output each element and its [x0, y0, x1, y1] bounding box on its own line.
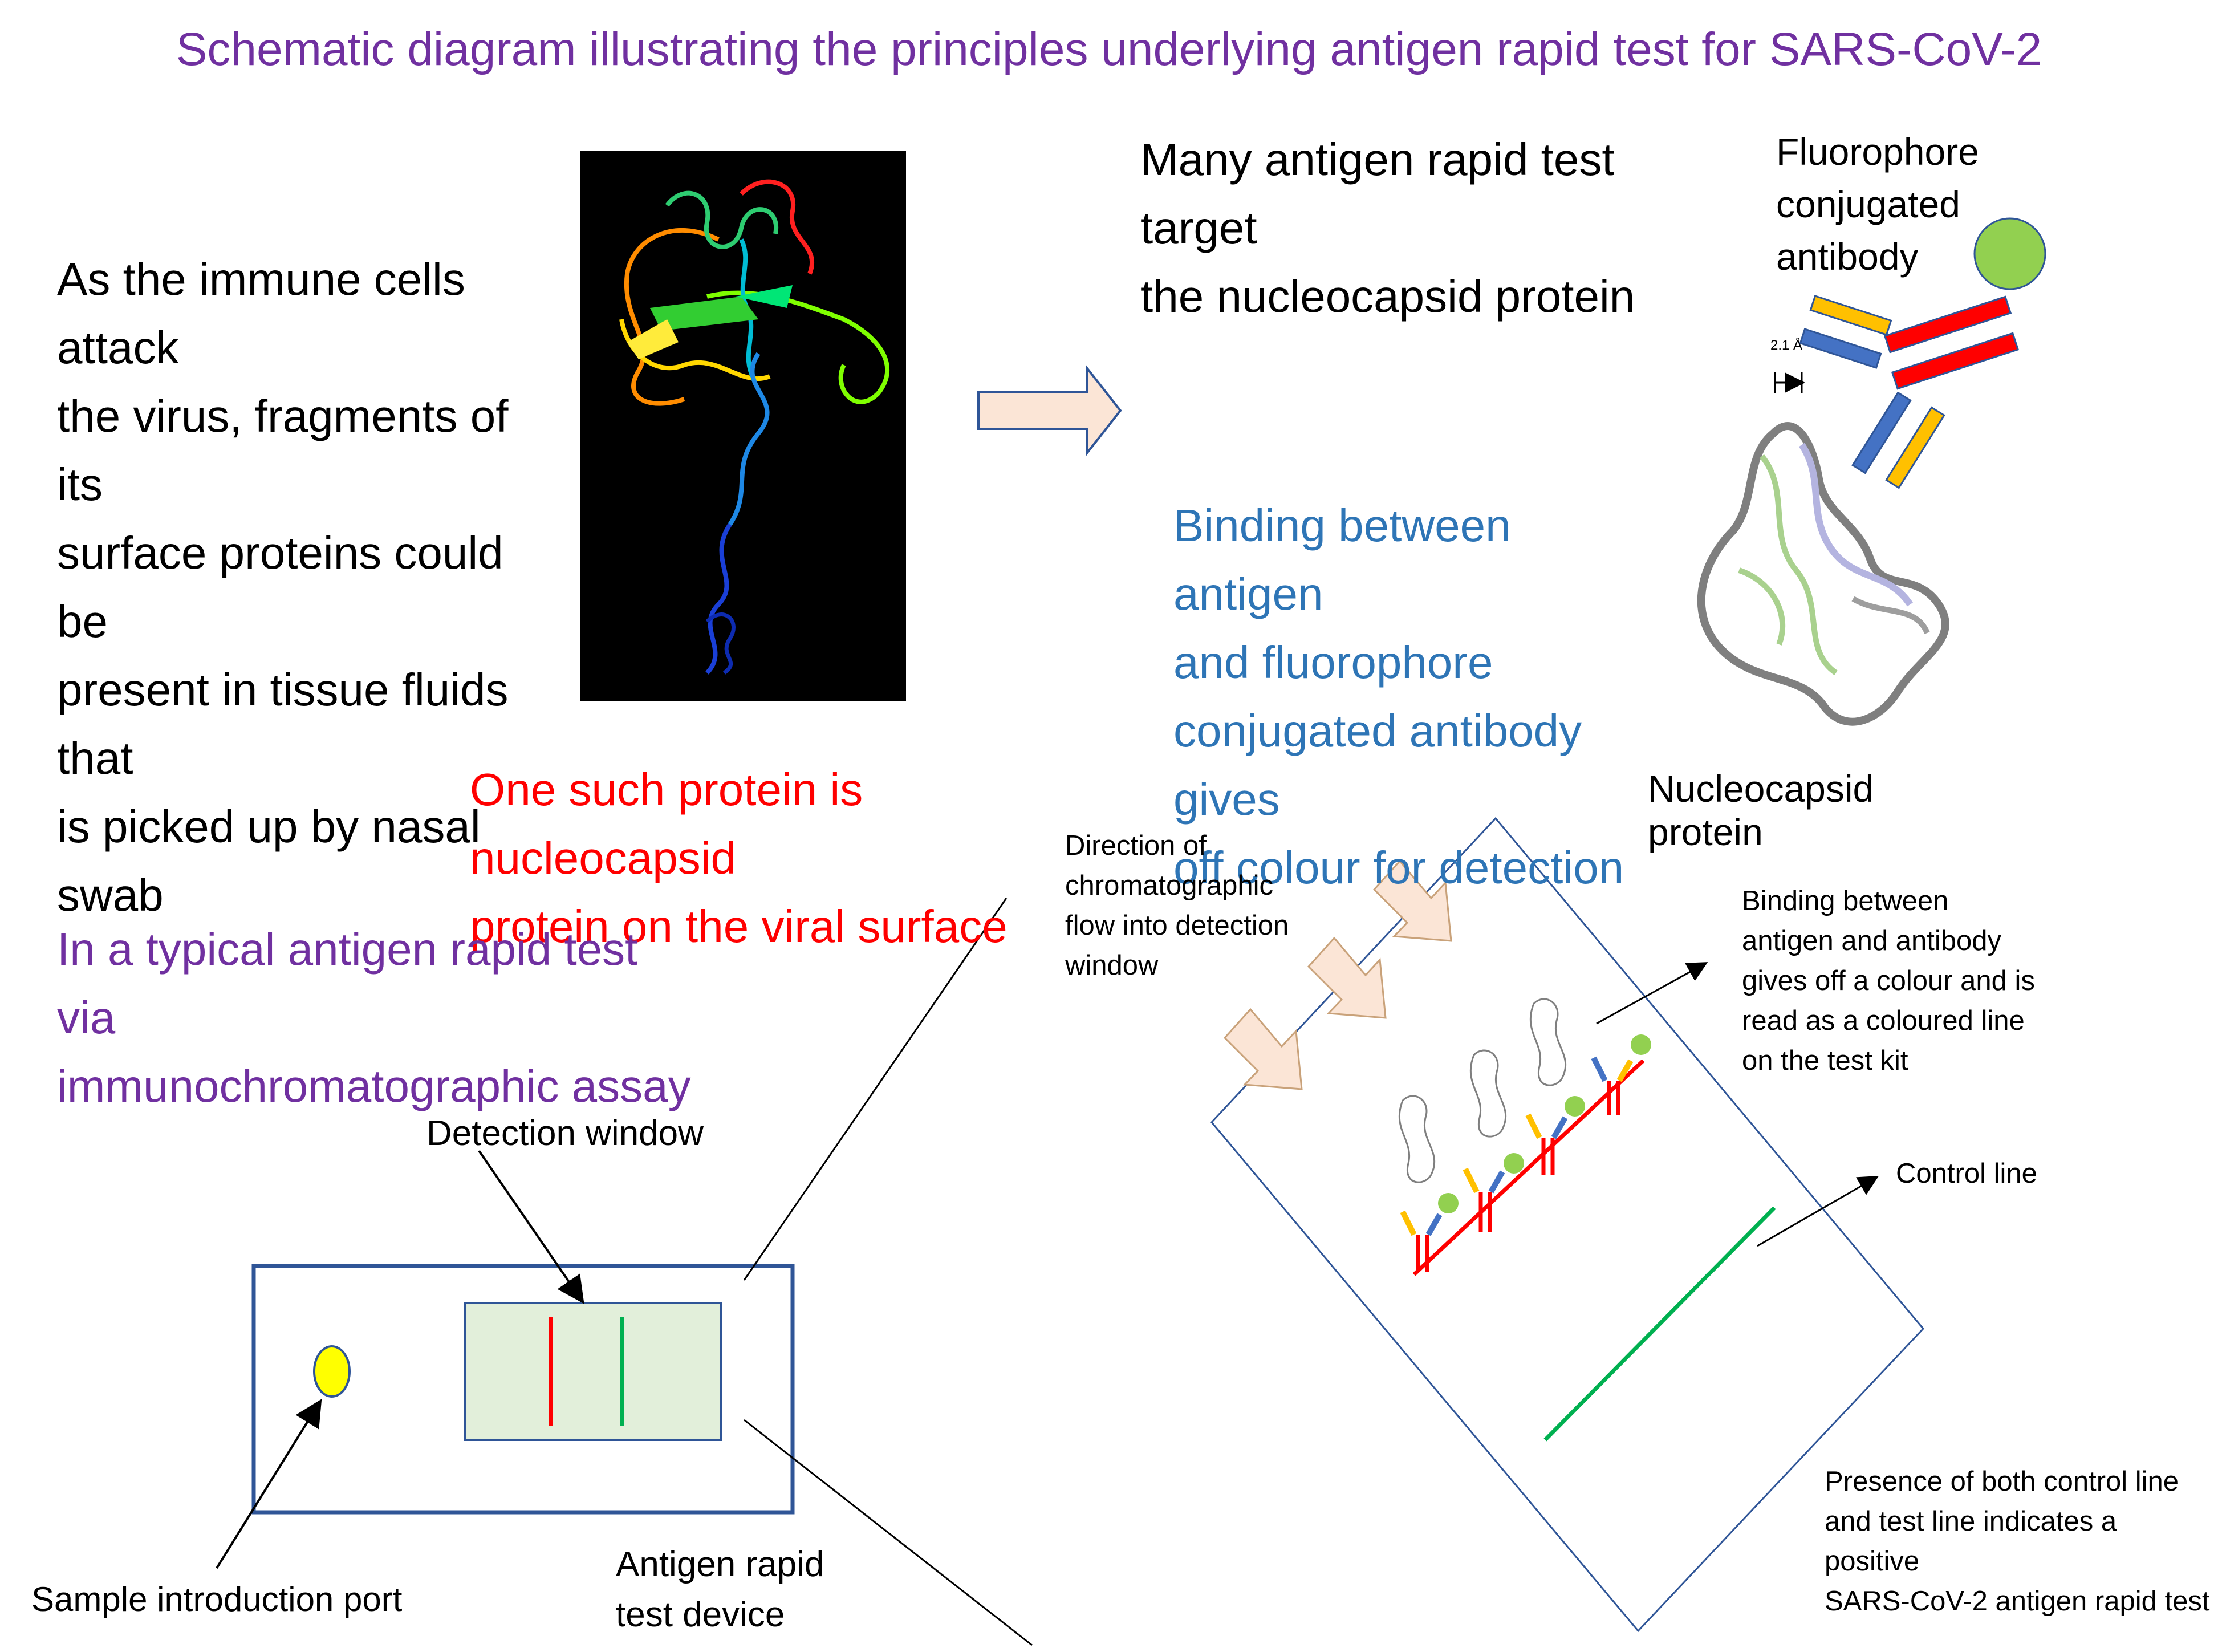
distance-label: 2.1 Å [1770, 338, 1803, 353]
fluorophore-antibody-icon [1799, 217, 2046, 489]
binding-colour-label: Binding between antigen and antibody giv… [1742, 886, 2035, 1076]
assay-text: In a typical antigen rapid test via immu… [57, 924, 691, 1111]
sample-port-arrow [216, 1399, 322, 1569]
diagram-title: Schematic diagram illustrating the princ… [176, 23, 2042, 75]
nucleocapsid-protein-image [1697, 372, 1949, 726]
detection-window-arrow [478, 1150, 584, 1304]
antigen-test-device [251, 1264, 795, 1515]
sample-port [313, 1345, 351, 1398]
fluorophore-antibody-label: Fluorophore conjugated antibody [1776, 131, 1979, 278]
target-text: Many antigen rapid test target the nucle… [1140, 134, 1635, 322]
flow-direction-label: Direction of chromatographic flow into d… [1065, 830, 1289, 981]
detection-window-label: Detection window [426, 1114, 704, 1153]
positive-result-text: Presence of both control line and test l… [1825, 1466, 2210, 1617]
flow-direction-arrows [1223, 859, 1452, 1090]
control-line [1543, 1206, 1776, 1442]
control-line-label: Control line [1896, 1158, 2037, 1189]
test-line-complexes [1398, 998, 1651, 1276]
sample-port-label: Sample introduction port [31, 1580, 403, 1618]
block-arrow-right [977, 364, 1122, 457]
nucleocapsid-protein-label: Nucleocapsid protein [1648, 768, 1874, 853]
zoom-line-upper [743, 898, 1008, 1281]
protein-structure-image [580, 151, 906, 701]
control-pointer-arrow [1757, 1176, 1879, 1247]
binding-pointer-arrow [1596, 962, 1708, 1025]
detection-window [464, 1302, 722, 1441]
test-device-label: Antigen rapid test device [616, 1545, 824, 1634]
nucleocapsid-surface-text: One such protein is nucleocapsid protein… [470, 764, 1008, 952]
zoom-line-lower [744, 1419, 1033, 1646]
enlarged-detection-window [1210, 817, 1925, 1633]
intro-text: As the immune cells attack the virus, fr… [57, 254, 509, 920]
binding-explanation-text: Binding between antigen and fluorophore … [1173, 500, 1624, 893]
